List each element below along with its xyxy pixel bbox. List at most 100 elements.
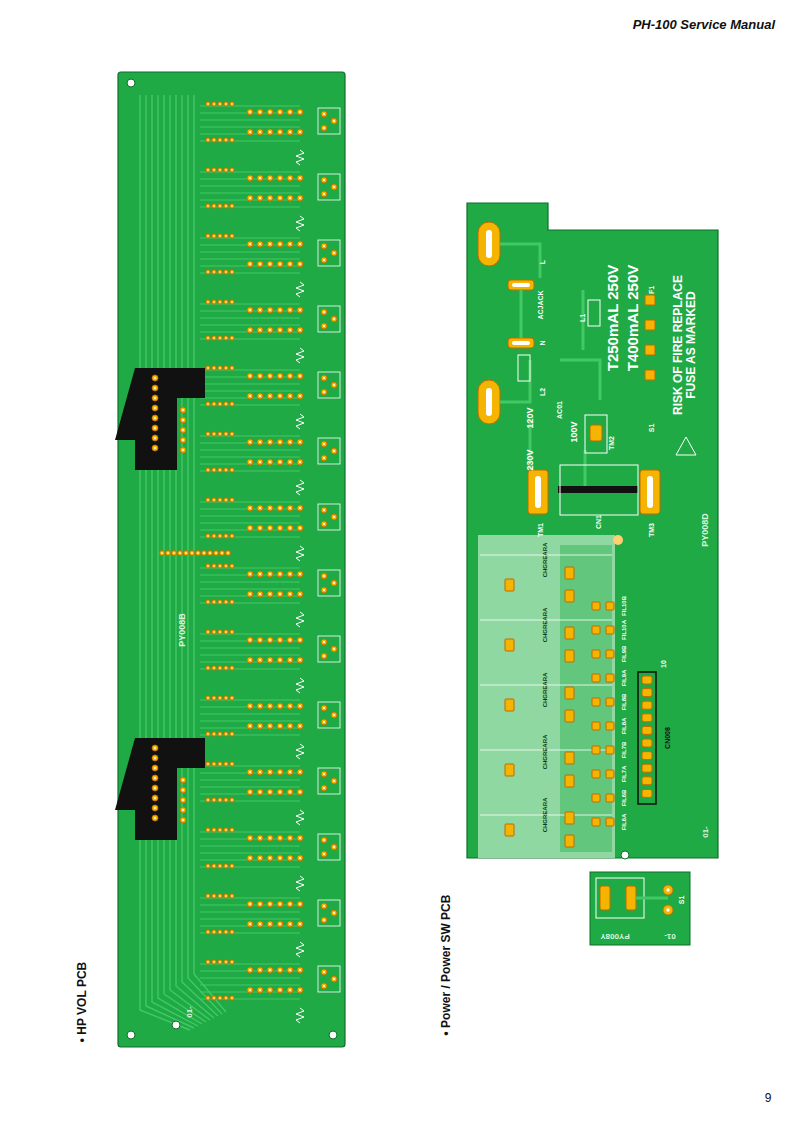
pad-hole [323,707,325,709]
pad-hole [289,989,291,991]
solder-pad [267,769,273,775]
solder-pad [277,855,283,861]
pad-hole [269,111,271,113]
pad-hole [213,403,215,405]
solder-pad [257,967,263,973]
pad-hole [323,193,325,195]
pad-hole [289,969,291,971]
copper-trace [200,252,300,253]
solder-pad [321,257,327,263]
pad-hole [259,791,261,793]
pad-hole [299,903,301,905]
silkscreen-label: AC01 [556,401,563,419]
solder-pad [267,703,273,709]
copper-trace [200,912,300,913]
solder-pad [642,726,652,734]
pad-hole [333,582,335,584]
channel-section [200,366,340,429]
pad-hole [259,309,261,311]
solder-pad [224,300,228,304]
solder-pad [267,261,273,267]
pad-hole [249,573,251,575]
solder-pad [152,775,158,781]
pad-hole [225,103,227,105]
solder-pad [590,425,602,441]
solder-pad [297,855,303,861]
solder-pad [212,696,216,700]
silkscreen-label: L1 [579,314,586,322]
pad-hole [219,499,221,501]
pad-hole [269,197,271,199]
copper-trace [200,318,300,319]
solder-pad [277,175,283,181]
solder-pad [224,930,228,934]
pad-hole [225,763,227,765]
solder-pad [287,657,293,663]
pad-hole [225,235,227,237]
pad-hole [299,507,301,509]
solder-pad [267,505,273,511]
pad-hole [269,441,271,443]
solder-pad [224,234,228,238]
solder-pad [224,828,228,832]
solder-pad [257,307,263,313]
channel-section [200,234,340,297]
copper-trace [152,95,198,1026]
solder-pad [297,129,303,135]
pad-hole [207,535,209,537]
solder-pad [247,241,253,247]
pad-hole [207,235,209,237]
pad-hole [279,837,281,839]
solder-pad [180,417,186,423]
pad-hole [154,767,156,769]
pad-hole [323,721,325,723]
silkscreen-label: FIL9A [621,670,627,687]
solder-pad [287,459,293,465]
solder-pad [642,789,652,797]
solder-pad [321,837,327,843]
pad-hole [231,301,233,303]
pad-hole [207,301,209,303]
solder-pad [565,650,574,662]
silkscreen-label: RISK OF FIRE REPLACE FUSE AS MARKED [672,270,697,420]
pad-hole [259,573,261,575]
solder-pad [277,789,283,795]
solder-pad [247,327,253,333]
solder-pad [247,459,253,465]
pad-slot [535,476,541,508]
solder-pad [218,828,222,832]
pad-hole [154,757,156,759]
solder-pad [565,710,574,722]
solder-pad [218,270,222,274]
channel-section [200,432,340,495]
channel-section [200,960,340,1023]
connector-symbol [115,368,205,470]
pad-hole [299,837,301,839]
pad-hole [289,441,291,443]
solder-pad [230,828,234,832]
pad-hole [323,179,325,181]
pad-hole [259,593,261,595]
pad-hole [333,846,335,848]
solder-pad [230,498,234,502]
solder-pad [592,770,600,778]
pad-hole [279,263,281,265]
pad-hole [249,903,251,905]
solder-pad [152,765,158,771]
solder-pad [331,118,337,124]
solder-pad [190,551,195,556]
silkscreen-label: CHGREARA [542,735,548,770]
solder-pad [206,696,210,700]
solder-pad [321,125,327,131]
solder-pad [321,111,327,117]
pad-hole [207,733,209,735]
copper-trace [200,516,300,517]
pad-hole [231,697,233,699]
solder-pad [277,835,283,841]
pad-hole [299,461,301,463]
solder-pad [224,696,228,700]
pad-hole [213,271,215,273]
pad-hole [207,499,209,501]
solder-pad [642,752,652,760]
solder-pad [218,234,222,238]
